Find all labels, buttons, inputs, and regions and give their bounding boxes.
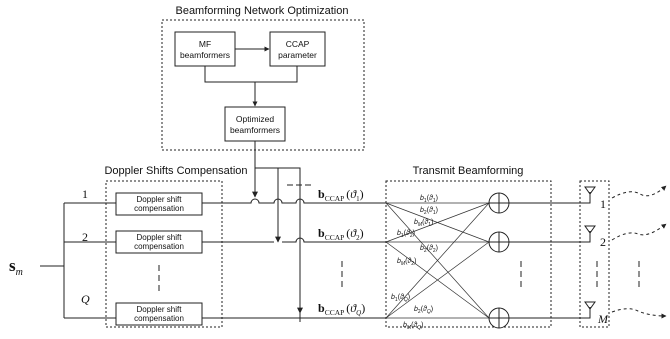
doppler-block-q: [115, 302, 203, 326]
weight-b2-2: b2(ϑ2): [420, 245, 438, 254]
antenna-array-group: [579, 180, 610, 328]
radiated-wave-2: [611, 223, 667, 241]
doppler-2-label-1: Doppler shift: [137, 233, 183, 242]
antenna-label-2: 2: [600, 235, 606, 249]
doppler-1-label-1: Doppler shift: [137, 195, 183, 204]
branch-label-1: 1: [82, 187, 88, 201]
radiated-wave-m: [611, 308, 667, 319]
doppler-q-label-2: compensation: [134, 314, 184, 323]
weight-b1-q: b1(ϑQ): [391, 294, 410, 303]
weight-b1-1: b1(ϑ1): [420, 195, 438, 204]
radiated-wave-1: [611, 185, 667, 199]
weight-b2-q: b2(ϑQ): [414, 306, 433, 315]
beamforming-weight-lines: [385, 202, 490, 319]
network-optimization-title: Beamforming Network Optimization: [175, 5, 348, 17]
weight-bm-1: bM(ϑ1): [414, 219, 433, 228]
doppler-compensation-title: Doppler Shifts Compensation: [104, 165, 247, 177]
optimized-beamformers-block: [224, 106, 286, 142]
opt-label-2: beamformers: [230, 125, 280, 135]
branch-label-q: Q: [81, 292, 90, 306]
antenna-label-m: M: [597, 312, 609, 326]
branch-line-1: [202, 198, 386, 204]
weight-bm-q: bM(ϑQ): [403, 322, 424, 331]
opt-label-1: Optimized: [236, 114, 275, 124]
adder-m: [488, 307, 510, 329]
vector-label-q: bCCAP(ϑQ): [318, 301, 365, 317]
adder-2: [488, 231, 510, 253]
weight-labels: b1(ϑ1) b2(ϑ1) bM(ϑ1) b1(ϑ2) b2(ϑ2) bM(ϑ2…: [391, 195, 438, 331]
branch-line-2: [202, 237, 386, 243]
doppler-1-label-2: compensation: [134, 204, 184, 213]
ccap-label-2: parameter: [278, 50, 317, 60]
feed-line-m: [509, 307, 591, 319]
antenna-label-1: 1: [600, 197, 606, 211]
input-signal-symbol: sm: [9, 256, 23, 278]
vector-label-2: bCCAP(ϑ2): [318, 226, 364, 242]
mf-beamformers-block: [174, 31, 236, 67]
feed-line-1: [509, 192, 591, 204]
mf-label-2: beamformers: [180, 50, 230, 60]
weight-bm-2: bM(ϑ2): [397, 258, 416, 267]
doppler-block-1: [115, 192, 203, 216]
weight-b2-1: b2(ϑ1): [420, 207, 438, 216]
transmit-beamforming-title: Transmit Beamforming: [413, 165, 524, 177]
mf-label-1: MF: [199, 39, 211, 49]
network-optimization-group: [161, 19, 365, 151]
feedback-path: [204, 66, 298, 83]
transmit-beamforming-group: [385, 180, 552, 328]
ccap-parameter-block: [269, 31, 326, 67]
antenna-icon-m: [584, 301, 596, 310]
antenna-icon-1: [584, 186, 596, 195]
antenna-icon-2: [584, 225, 596, 234]
adder-1: [488, 192, 510, 214]
ccap-label-1: CCAP: [286, 39, 310, 49]
doppler-group: [105, 180, 223, 328]
vector-label-1: bCCAP(ϑ1): [318, 187, 364, 203]
doppler-2-label-2: compensation: [134, 242, 184, 251]
branch-label-2: 2: [82, 230, 88, 244]
weight-b1-2: b1(ϑ2): [397, 230, 415, 239]
doppler-q-label-1: Doppler shift: [137, 305, 183, 314]
feed-line-2: [509, 231, 591, 243]
